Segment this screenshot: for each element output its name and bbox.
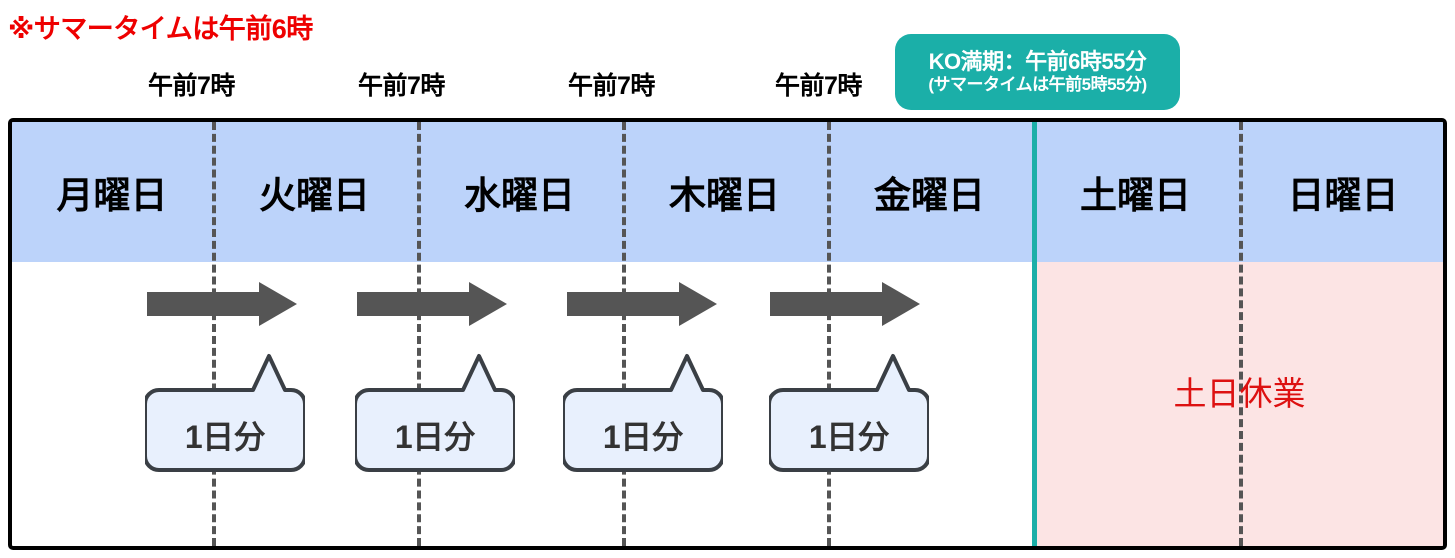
weekend-closed-band bbox=[1032, 262, 1443, 546]
callout-one-day-monday: 1日分 bbox=[143, 352, 307, 477]
time-label-thursday: 午前7時 bbox=[568, 72, 655, 100]
day-cell-wednesday: 水曜日 bbox=[464, 175, 575, 216]
callout-label: 1日分 bbox=[184, 419, 266, 455]
time-label-friday: 午前7時 bbox=[775, 72, 862, 100]
summer-time-note: ※サマータイムは午前6時 bbox=[8, 14, 313, 44]
day-cell-monday: 月曜日 bbox=[56, 175, 168, 216]
day-divider-tue-wed bbox=[417, 122, 421, 546]
callout-one-day-tuesday: 1日分 bbox=[353, 352, 517, 477]
day-divider-mon-tue bbox=[212, 122, 216, 546]
day-divider-wed-thu bbox=[622, 122, 626, 546]
day-cell-saturday: 土曜日 bbox=[1080, 175, 1191, 216]
weekday-header-band bbox=[12, 122, 1443, 262]
day-cell-friday: 金曜日 bbox=[874, 175, 985, 216]
cutoff-arrow-tuesday bbox=[357, 282, 507, 331]
ko-badge-secondary-text: (サマータイムは午前5時55分) bbox=[928, 74, 1147, 94]
time-label-wednesday: 午前7時 bbox=[358, 72, 445, 100]
day-cell-sunday: 日曜日 bbox=[1287, 175, 1399, 216]
day-cell-tuesday: 火曜日 bbox=[259, 175, 370, 216]
cutoff-arrow-wednesday bbox=[567, 282, 717, 331]
ko-badge-primary-text: KO満期：午前6時55分 bbox=[928, 49, 1147, 75]
callout-label: 1日分 bbox=[808, 419, 890, 455]
callout-one-day-wednesday: 1日分 bbox=[561, 352, 725, 477]
callout-label: 1日分 bbox=[394, 419, 476, 455]
day-divider-thu-fri bbox=[827, 122, 831, 546]
day-cell-thursday: 木曜日 bbox=[669, 175, 780, 216]
weekend-closed-label: 土日休業 bbox=[1173, 375, 1306, 412]
callout-label: 1日分 bbox=[602, 419, 684, 455]
cutoff-arrow-thursday bbox=[770, 282, 920, 331]
day-divider-sat-sun bbox=[1239, 122, 1243, 546]
time-label-tuesday: 午前7時 bbox=[148, 72, 235, 100]
ko-maturity-divider bbox=[1032, 122, 1037, 546]
callout-one-day-thursday: 1日分 bbox=[767, 352, 931, 477]
cutoff-arrow-monday bbox=[147, 282, 297, 331]
ko-maturity-badge: KO満期：午前6時55分 (サマータイムは午前5時55分) bbox=[895, 34, 1180, 110]
week-calendar-frame: 月曜日 火曜日 水曜日 木曜日 金曜日 土曜日 日曜日 1日分 1日分 1日分 bbox=[8, 118, 1447, 550]
